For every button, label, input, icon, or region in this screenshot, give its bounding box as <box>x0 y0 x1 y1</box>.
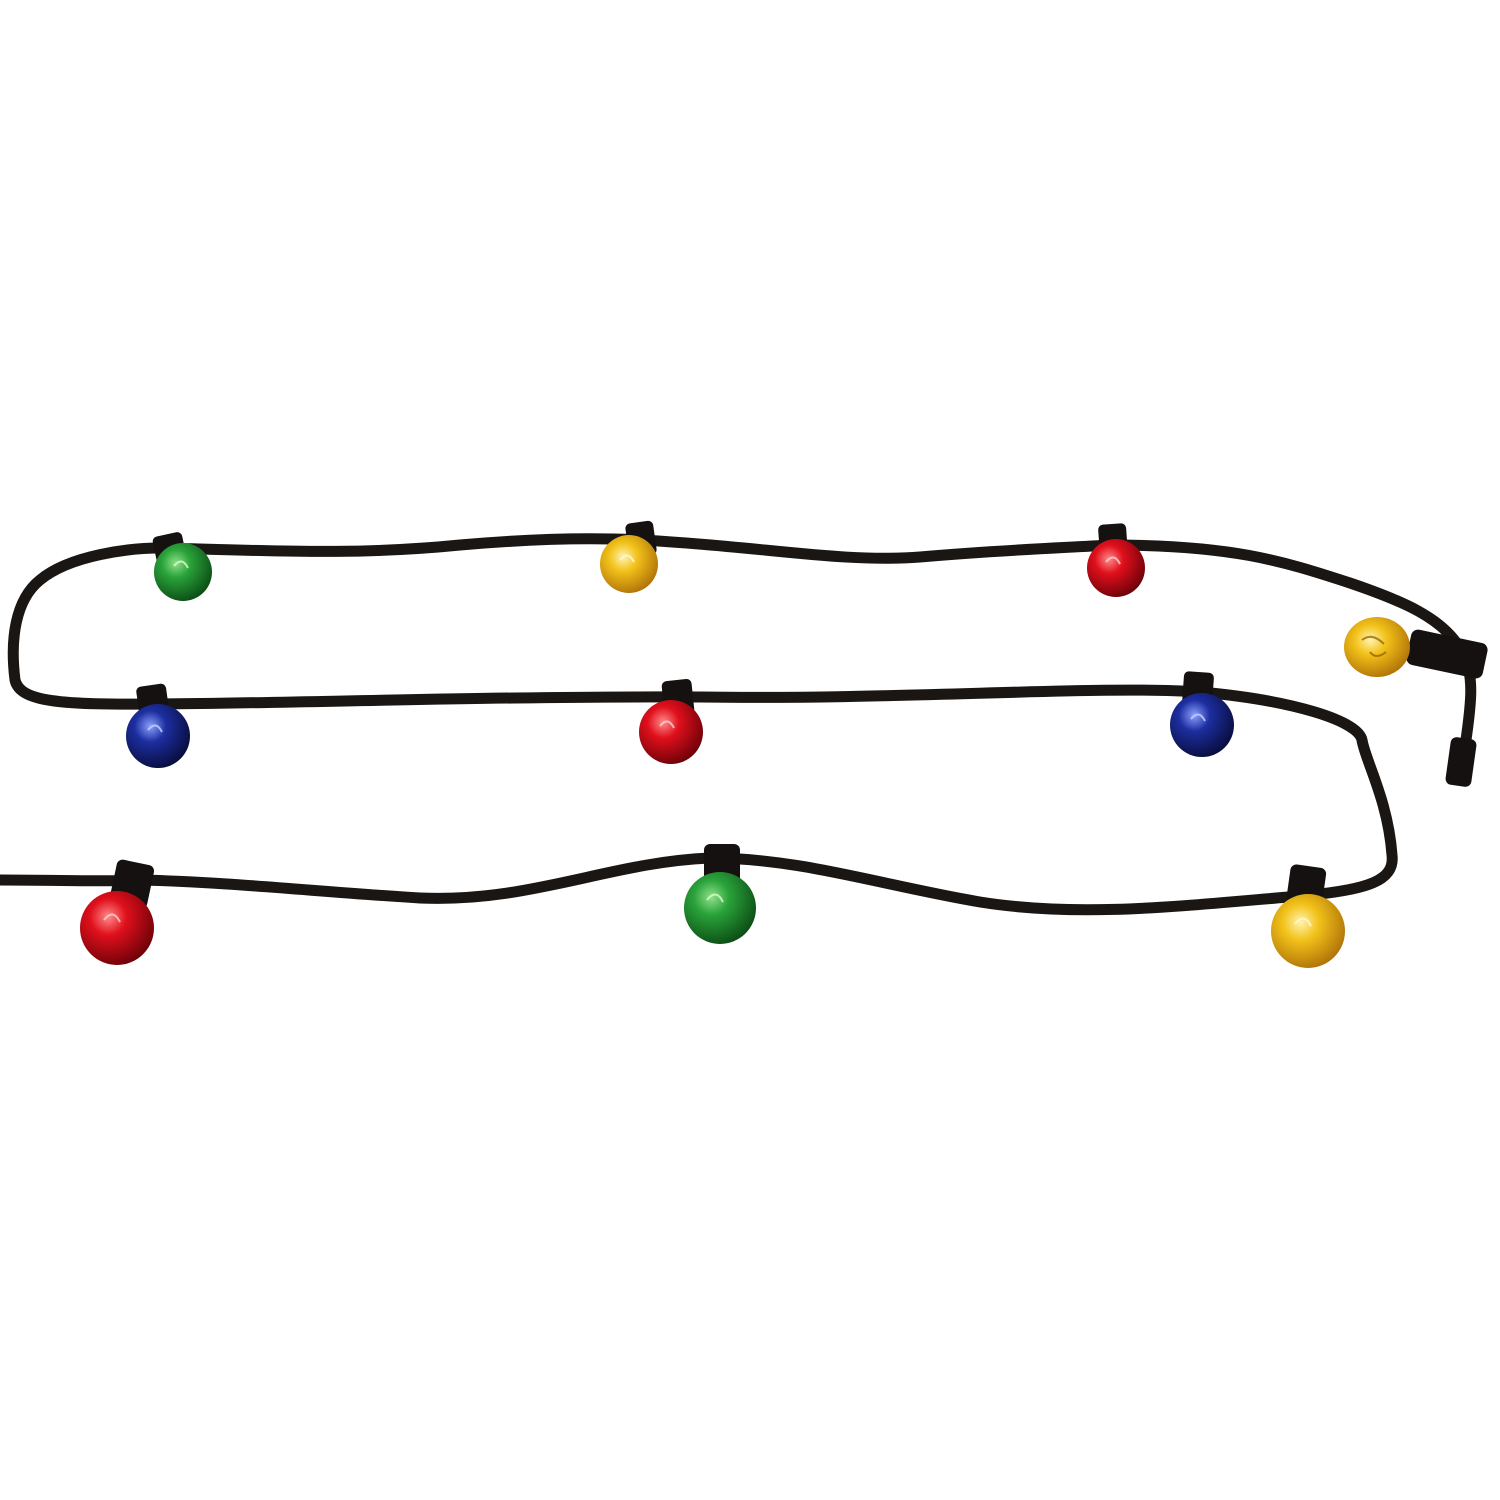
bulb-red-bottom-left <box>80 859 155 965</box>
bulb-blue-middle-right <box>1170 671 1234 757</box>
bulb-yellow-bottom-right <box>1271 864 1345 968</box>
bulb-red-top-right <box>1087 523 1145 597</box>
bulb-green-top-left <box>152 532 212 601</box>
bulb-yellow-end-clear <box>1344 617 1488 679</box>
bulb-blue-middle-left <box>126 683 190 768</box>
cable <box>0 533 1477 916</box>
bulb-red-middle-center <box>639 679 703 764</box>
bulb-green-bottom-center <box>684 844 756 944</box>
cable-plug <box>1445 737 1477 787</box>
bulb-yellow-top-middle <box>600 520 658 593</box>
